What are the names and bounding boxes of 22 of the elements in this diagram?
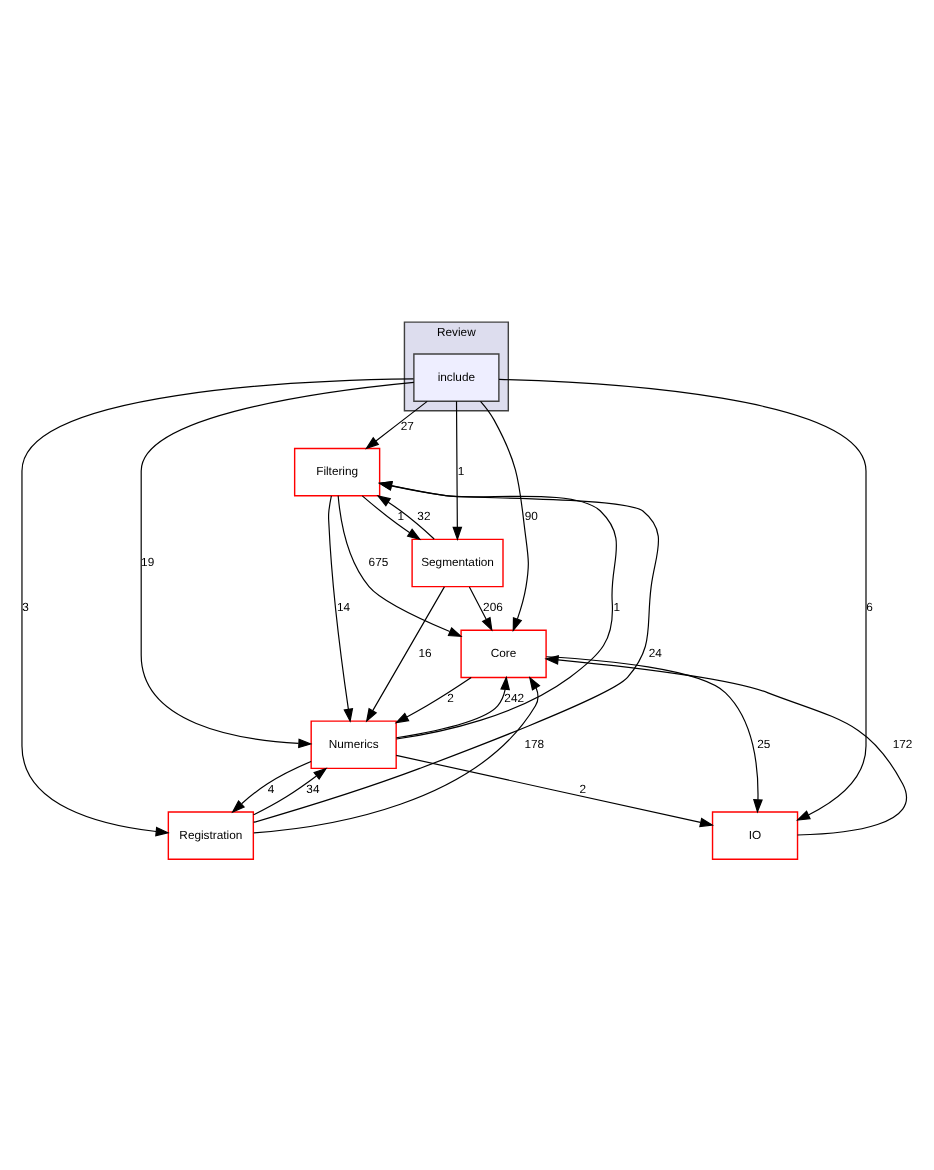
arrow	[253, 480, 660, 822]
arrow	[395, 674, 510, 738]
arrow	[365, 399, 428, 449]
arrow	[337, 494, 463, 636]
arrow	[395, 753, 715, 827]
arrow	[327, 494, 354, 722]
arrow	[498, 377, 867, 820]
arrow	[545, 655, 763, 813]
arrow	[452, 399, 463, 540]
arrow	[468, 585, 493, 631]
arrow	[378, 479, 618, 739]
arrow	[252, 766, 328, 815]
arrow	[231, 759, 312, 813]
arrow	[479, 399, 529, 631]
arrow	[376, 493, 435, 539]
arrow	[544, 654, 907, 835]
arrow	[361, 494, 422, 540]
arrow	[365, 585, 445, 722]
arrow	[394, 676, 472, 723]
arrow	[21, 377, 415, 836]
arrow	[253, 675, 541, 833]
arrow	[140, 380, 415, 748]
